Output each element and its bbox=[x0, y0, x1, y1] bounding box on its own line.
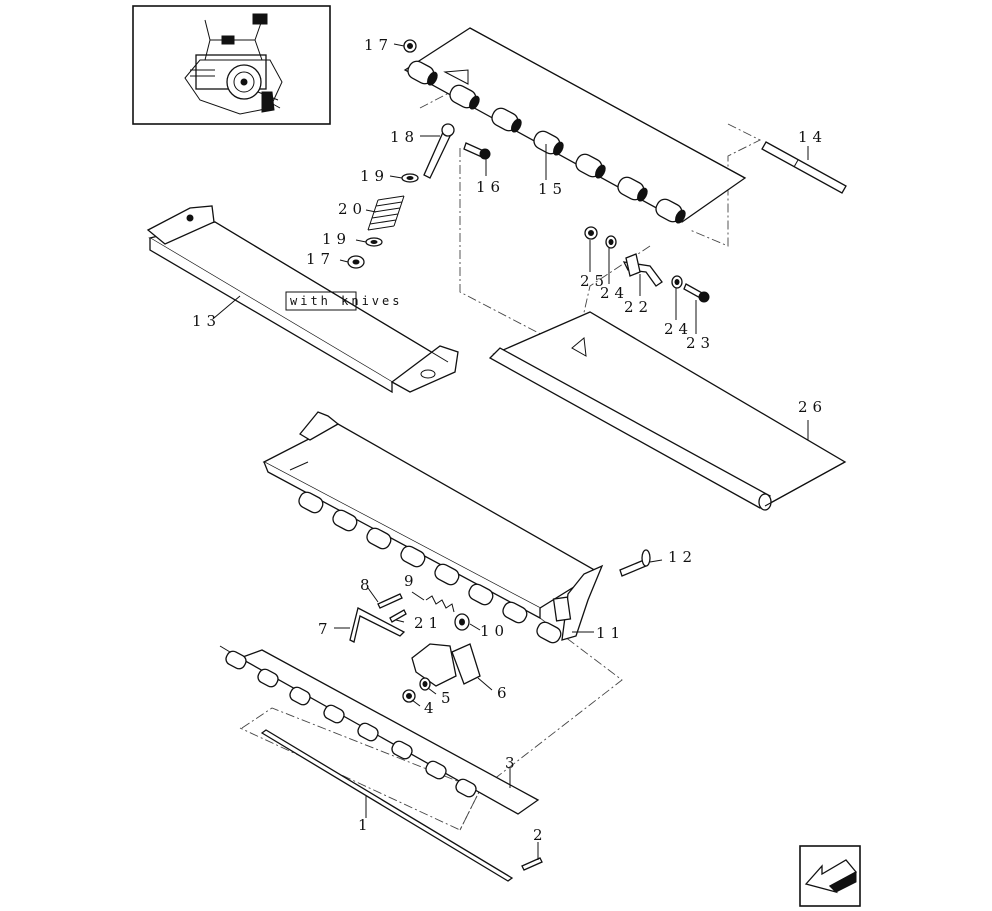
callout-7: 7 bbox=[318, 620, 333, 638]
part-20-spring[interactable] bbox=[367, 195, 405, 231]
callout-24-b: 24 bbox=[664, 320, 693, 338]
knuckles-main bbox=[298, 491, 562, 644]
callout-19-lower: 19 bbox=[322, 230, 351, 248]
callout-23: 23 bbox=[686, 334, 715, 352]
callout-15: 15 bbox=[538, 180, 567, 198]
part-17-nut-lower[interactable] bbox=[347, 255, 365, 269]
part-2-pin[interactable] bbox=[521, 857, 543, 871]
callout-17-top: 17 bbox=[364, 36, 393, 54]
part-5-washer[interactable] bbox=[419, 677, 431, 691]
part-17-nut-top[interactable] bbox=[403, 39, 417, 53]
callout-3: 3 bbox=[505, 754, 520, 772]
callout-6: 6 bbox=[497, 684, 512, 702]
part-1-rod[interactable] bbox=[260, 729, 514, 882]
part-3-hinge-plate[interactable] bbox=[219, 645, 540, 815]
knuckles-3 bbox=[225, 650, 477, 798]
callout-10: 10 bbox=[480, 622, 509, 640]
part-14-pin[interactable] bbox=[761, 141, 847, 194]
part-9-spring[interactable] bbox=[425, 595, 455, 613]
part-12-bolt[interactable] bbox=[619, 549, 651, 577]
callout-21: 21 bbox=[414, 614, 443, 632]
part-26-plate[interactable] bbox=[488, 311, 847, 511]
part-16-bolt[interactable] bbox=[463, 142, 491, 160]
callout-5: 5 bbox=[441, 689, 456, 707]
callout-20: 20 bbox=[338, 200, 367, 218]
part-22-bracket-bolt[interactable] bbox=[622, 253, 663, 287]
part-13-knife-bar[interactable] bbox=[146, 205, 459, 394]
part-8-pin[interactable] bbox=[377, 593, 403, 609]
callout-11: 11 bbox=[596, 624, 625, 642]
part-19-washer-lower[interactable] bbox=[365, 237, 383, 247]
callout-25: 25 bbox=[580, 272, 609, 290]
part-19-washer-upper[interactable] bbox=[401, 173, 419, 183]
with-knives-text: with knives bbox=[290, 294, 402, 308]
part-10-washer[interactable] bbox=[454, 613, 470, 631]
leader-lines bbox=[213, 43, 809, 860]
callout-1: 1 bbox=[358, 816, 373, 834]
callout-2: 2 bbox=[533, 826, 548, 844]
bracket[interactable] bbox=[411, 643, 481, 687]
part-25-nut[interactable] bbox=[584, 226, 598, 240]
machine-overview-thumbnail[interactable] bbox=[132, 5, 331, 125]
callout-19-upper: 19 bbox=[360, 167, 389, 185]
with-knives-note: with knives bbox=[285, 291, 402, 311]
part-21-pin[interactable] bbox=[389, 609, 407, 623]
part-23-bolt[interactable] bbox=[683, 283, 710, 303]
part-15-upper-plate[interactable] bbox=[403, 27, 747, 226]
callouts: 17 18 16 15 14 19 20 19 17 13 25 24 22 2… bbox=[192, 36, 827, 844]
part-24-washer-b[interactable] bbox=[671, 275, 683, 289]
machine-sketch bbox=[184, 13, 283, 115]
return-arrow-icon[interactable] bbox=[799, 845, 861, 907]
callout-14: 14 bbox=[798, 128, 827, 146]
callout-17-lower: 17 bbox=[306, 250, 335, 268]
callout-16: 16 bbox=[476, 178, 505, 196]
callout-12: 12 bbox=[668, 548, 697, 566]
callout-8: 8 bbox=[360, 576, 375, 594]
part-7-rod[interactable] bbox=[349, 607, 406, 643]
part-24-washer-a[interactable] bbox=[605, 235, 617, 249]
part-4-nut[interactable] bbox=[402, 689, 416, 703]
callout-22: 22 bbox=[624, 298, 653, 316]
callout-18: 18 bbox=[390, 128, 419, 146]
part-18-bolt[interactable] bbox=[423, 123, 455, 179]
part-11-main-plate[interactable] bbox=[262, 411, 604, 645]
callout-9: 9 bbox=[404, 572, 419, 590]
callout-13: 13 bbox=[192, 312, 221, 330]
callout-26: 26 bbox=[798, 398, 827, 416]
callout-4: 4 bbox=[424, 699, 439, 717]
hinge-knuckles-15 bbox=[407, 60, 686, 224]
callout-24-a: 24 bbox=[600, 284, 629, 302]
